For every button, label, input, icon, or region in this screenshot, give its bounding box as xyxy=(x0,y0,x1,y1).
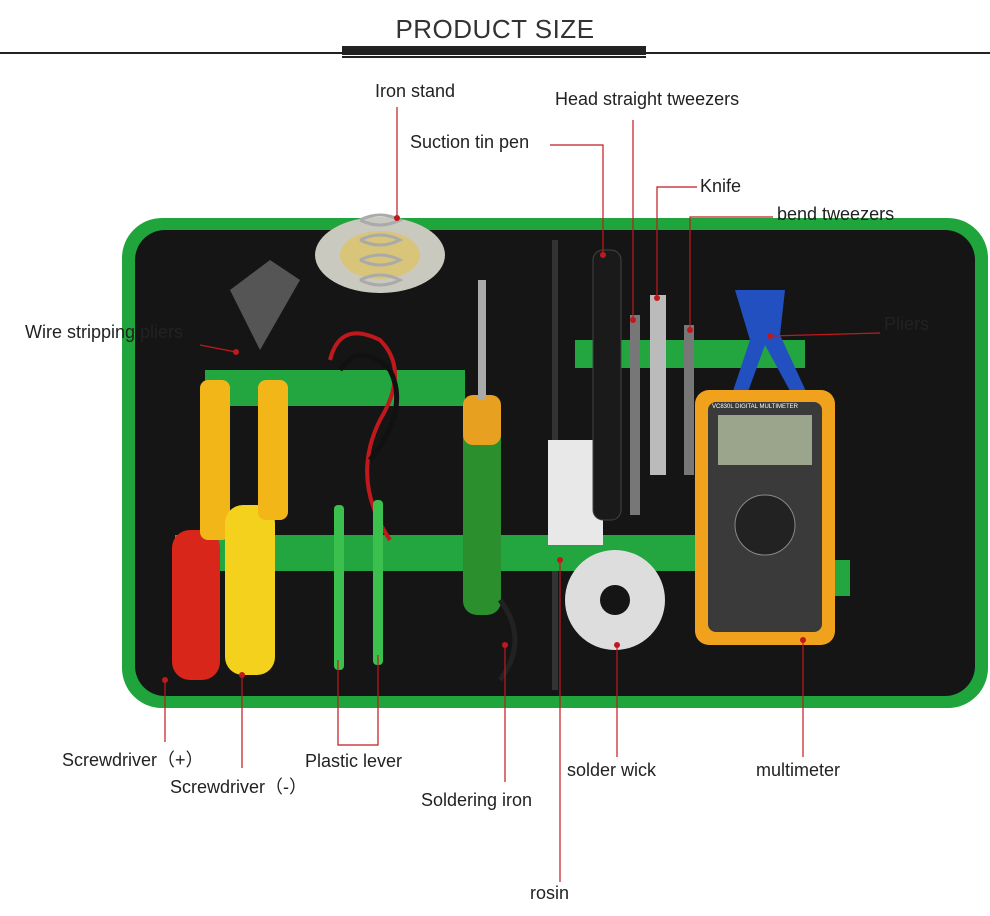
suction-pen-shape xyxy=(592,249,622,521)
label-multimeter: multimeter xyxy=(756,760,841,780)
label-pliers: Pliers xyxy=(884,314,930,334)
multimeter-model: VC830L DIGITAL MULTIMETER xyxy=(712,404,799,410)
label-screwdriver-plus: Screwdriver（+） xyxy=(62,750,204,770)
plastic-lever-shape xyxy=(334,505,344,670)
label-suction-tin-pen: Suction tin pen xyxy=(410,132,530,152)
leader-dots xyxy=(162,215,806,683)
label-plastic-lever: Plastic lever xyxy=(305,751,403,771)
label-bend-tweezers: bend tweezers xyxy=(777,204,895,224)
label-rosin: rosin xyxy=(530,883,570,903)
strap xyxy=(205,370,465,406)
bend-tweezers-shape xyxy=(684,325,694,475)
label-solder-wick: solder wick xyxy=(567,760,657,780)
knife-shape xyxy=(650,295,666,475)
divider-accent-underline xyxy=(342,56,646,58)
leader-lines xyxy=(164,107,881,882)
page-title: PRODUCT SIZE xyxy=(395,14,595,44)
divider-accent xyxy=(342,46,646,55)
label-knife: Knife xyxy=(700,176,742,196)
label-iron-stand: Iron stand xyxy=(375,81,456,101)
label-screwdriver-minus: Screwdriver（-） xyxy=(170,777,308,797)
label-soldering-iron: Soldering iron xyxy=(421,790,533,810)
tweezers-shape xyxy=(630,315,640,515)
pliers-shape xyxy=(730,290,810,400)
wire-stripper-shape xyxy=(230,260,300,350)
screwdriver-minus-shape xyxy=(225,505,275,675)
screwdriver-plus-shape xyxy=(172,530,220,680)
soldering-iron-shape xyxy=(463,395,501,615)
label-head-straight-tweezers: Head straight tweezers xyxy=(555,89,740,109)
label-wire-stripping-pliers: Wire stripping pliers xyxy=(25,322,184,342)
